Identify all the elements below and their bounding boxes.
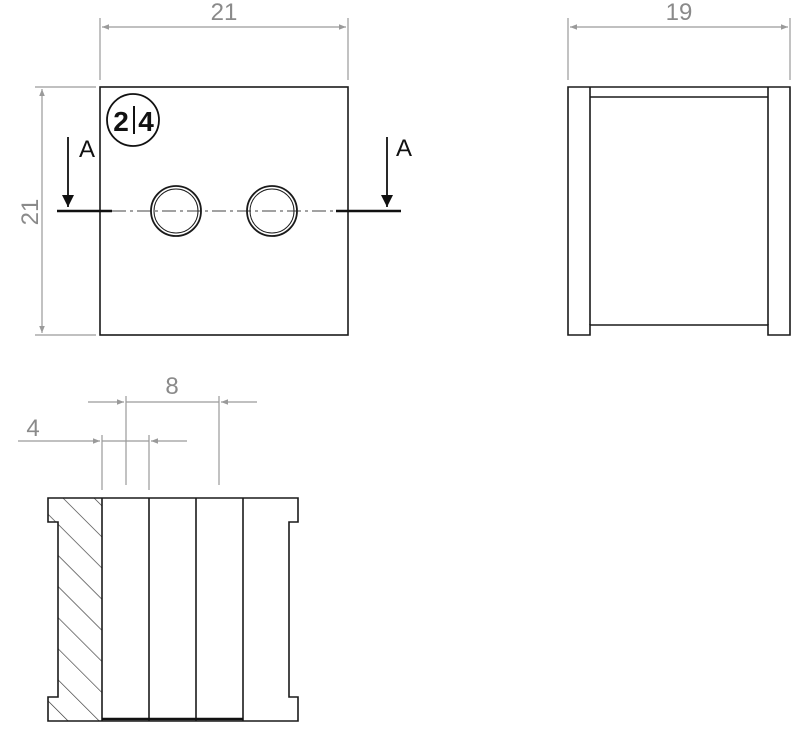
spacing-dimension: 8	[88, 373, 257, 485]
section-outline	[47, 497, 299, 722]
section-label-left: A	[79, 136, 95, 163]
badge-right-number: 4	[138, 106, 154, 137]
front-height-label: 21	[17, 199, 44, 226]
front-height-dimension: 21	[17, 86, 96, 336]
section-hatch	[48, 498, 102, 721]
offset-dimension-label: 4	[26, 415, 39, 442]
front-width-label: 21	[211, 0, 238, 26]
spacing-dimension-label: 8	[165, 373, 178, 400]
badge-left-number: 2	[113, 106, 129, 137]
section-view: 8 4	[18, 373, 299, 722]
front-width-dimension: 21	[99, 0, 349, 80]
side-view-outline	[567, 86, 791, 336]
side-width-label: 19	[666, 0, 693, 26]
section-line: A A	[57, 135, 412, 213]
hole-left	[150, 185, 202, 237]
view-badge: 2 4	[106, 93, 160, 147]
hole-left-inner	[153, 188, 199, 234]
front-view: 21 21 2 4 A A	[17, 0, 412, 336]
side-width-dimension: 19	[567, 0, 791, 80]
offset-dimension: 4	[18, 415, 187, 490]
hole-right	[246, 185, 298, 237]
side-view: 19	[567, 0, 791, 336]
section-label-right: A	[396, 135, 412, 162]
hole-right-inner	[249, 188, 295, 234]
